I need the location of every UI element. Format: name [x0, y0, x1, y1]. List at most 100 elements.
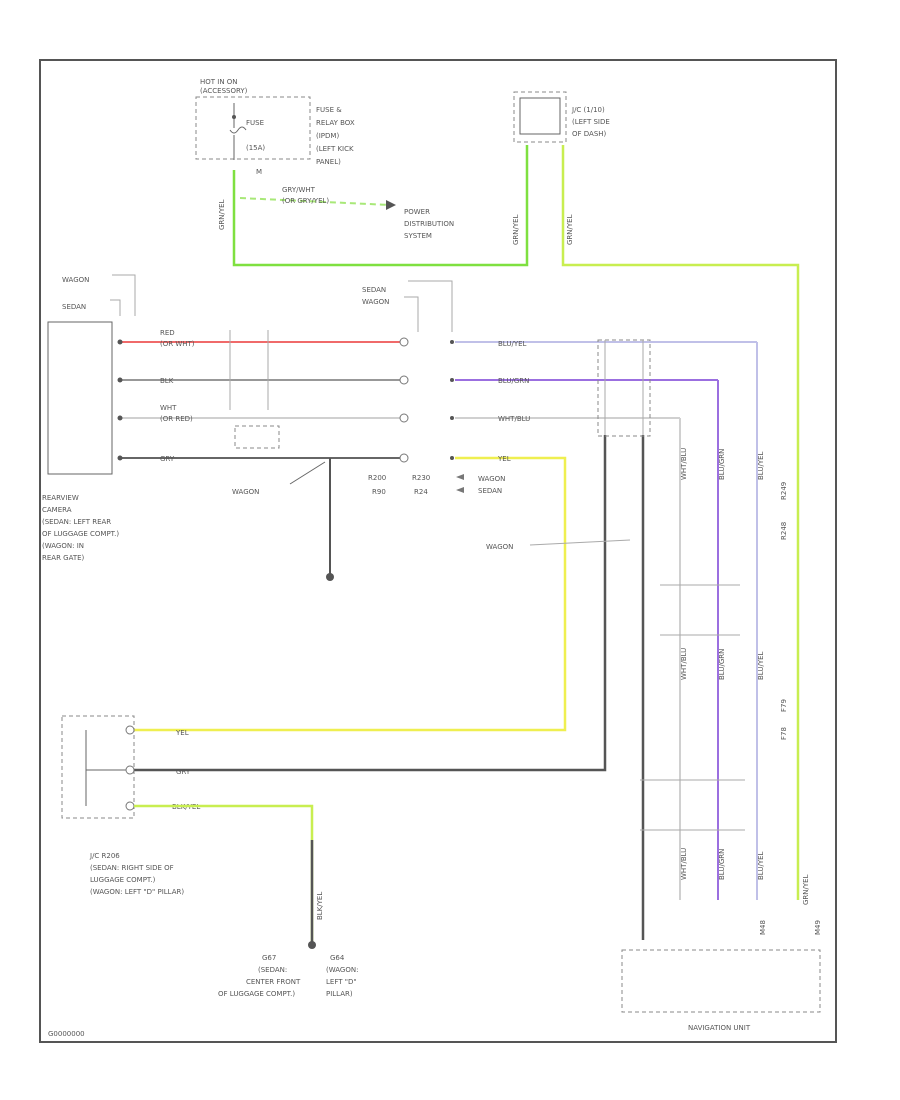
wagon-mid-leader [408, 280, 453, 332]
g-right-line-1: G64 [330, 954, 345, 962]
fuse-label: FUSE [246, 119, 264, 127]
jc-lower-bus [85, 730, 130, 806]
red-label: RED [160, 329, 175, 337]
camera-line-2: CAMERA [42, 506, 72, 514]
gry-wht-dashed-wire [239, 197, 391, 206]
wagon-r-label: WAGON [478, 475, 505, 483]
blu-yel-v2: BLU/YEL [757, 651, 765, 680]
blu-yel-v3: BLU/YEL [757, 851, 765, 880]
jc-lower-pin-3 [125, 801, 135, 811]
camera-pin-4 [117, 455, 123, 461]
gry-low-label: GRY [176, 768, 191, 776]
connector-pin-wht [399, 413, 409, 423]
jc-lower-pin-2 [125, 765, 135, 775]
green-wire-fuse [232, 145, 529, 267]
fuse-pin-label: M [256, 168, 262, 176]
camera-pin-1 [117, 339, 123, 345]
wht-blu-v3: WHT/BLU [680, 848, 688, 880]
blu-yel-v1: BLU/YEL [757, 451, 765, 480]
gry-label: GRY [160, 455, 175, 463]
navigation-unit-box [621, 949, 821, 1013]
wagon-arrow [456, 474, 464, 480]
fuse-node [232, 115, 236, 119]
jc-top-inner [519, 97, 561, 135]
wagon-left-label: WAGON [232, 488, 259, 496]
pin-r248: R248 [780, 522, 788, 540]
camera-pin-3 [117, 415, 123, 421]
r200-label: R200 [368, 474, 386, 482]
wht-alt-label: (OR RED) [160, 415, 193, 423]
sedan-arrow [456, 487, 464, 493]
blu-grn-v3: BLU/GRN [718, 849, 726, 880]
connector-dot-3 [450, 416, 454, 420]
footer-code: G0000000 [48, 1030, 85, 1038]
wagon-switch [286, 457, 330, 485]
camera-line-4: OF LUGGAGE COMPT.) [42, 530, 119, 538]
g-left-line-4: OF LUGGAGE COMPT.) [218, 990, 295, 998]
jc-top-line-1: J/C (1/10) [571, 106, 605, 114]
hot-in-on-label: HOT IN ON [200, 78, 238, 86]
r90-label: R90 [372, 488, 386, 496]
pin-m49: M49 [814, 920, 822, 935]
jc-top-box [513, 91, 567, 143]
diagram-frame [39, 59, 837, 1043]
g-right-line-3: LEFT "D" [326, 978, 357, 986]
grn-yel-right-label: GRN/YEL [512, 214, 520, 245]
fuse-box-line-5: PANEL) [316, 158, 341, 166]
wht-blu-v1: WHT/BLU [680, 448, 688, 480]
camera-pin-2 [117, 377, 123, 383]
wagon-top-leader [112, 274, 136, 316]
red-alt-label: (OR WHT) [160, 340, 195, 348]
g-left-line-3: CENTER FRONT [246, 978, 301, 986]
grn-yel-long-wire [561, 145, 800, 900]
camera-line-6: REAR GATE) [42, 554, 85, 562]
accessory-label: (ACCESSORY) [200, 87, 248, 95]
gry-shield-wire [130, 435, 607, 772]
ground-point-upper [326, 573, 334, 581]
jc-lower-line-2: (SEDAN: RIGHT SIDE OF [90, 864, 174, 872]
ground-point-lower [308, 941, 316, 949]
fuse-box-line-1: FUSE & [316, 106, 342, 114]
wht-blu-v2: WHT/BLU [680, 648, 688, 680]
jc-lower-line-3: LUGGAGE COMPT.) [90, 876, 156, 884]
connector-pin-red [399, 337, 409, 347]
g-right-line-4: PILLAR) [326, 990, 353, 998]
g-right-line-2: (WAGON: [326, 966, 358, 974]
fuse-relay-box [195, 96, 311, 160]
sedan-r-label: SEDAN [478, 487, 502, 495]
wht-label: WHT [160, 404, 177, 412]
fuse-number: (15A) [246, 144, 265, 152]
pin-r249: R249 [780, 482, 788, 500]
yel-low-label: YEL [175, 729, 189, 737]
fuse-box-line-3: (IPDM) [316, 132, 339, 140]
fuse-box-line-2: RELAY BOX [316, 119, 355, 127]
gry-wht-label: GRY/WHT [282, 186, 316, 194]
g-left-line-1: G67 [262, 954, 276, 962]
gry-wht-alt-label: (OR GRY/YEL) [282, 197, 329, 205]
r230-label: R230 [412, 474, 430, 482]
blk-yel-wire [134, 804, 314, 948]
connector-dot-2 [450, 378, 454, 382]
connector-dot-4 [450, 456, 454, 460]
yel-wire [130, 456, 567, 732]
blu-grn-label: BLU/GRN [498, 377, 529, 385]
r24-label: R24 [414, 488, 428, 496]
blk-label: BLK [160, 377, 174, 385]
jc-lower-line-1: J/C R206 [89, 852, 120, 860]
jc-lower-line-4: (WAGON: LEFT "D" PILLAR) [90, 888, 184, 896]
wagon-harness-label: WAGON [486, 543, 513, 551]
rearview-camera-box [47, 321, 113, 475]
jc-lower-box [61, 715, 135, 819]
blu-yel-label: BLU/YEL [498, 340, 527, 348]
pin-f79: F79 [780, 699, 788, 712]
fuse-box-line-4: (LEFT KICK [316, 145, 354, 153]
pin-f78: F78 [780, 727, 788, 740]
power-dist-line-3: SYSTEM [404, 232, 432, 240]
yel-label: YEL [497, 455, 511, 463]
connector-pin-blk [399, 375, 409, 385]
wht-blu-label: WHT/BLU [498, 415, 530, 423]
wagon-mid-label: WAGON [362, 298, 389, 306]
wagon-connector-box [234, 425, 280, 449]
sedan-top-label: SEDAN [62, 303, 86, 311]
